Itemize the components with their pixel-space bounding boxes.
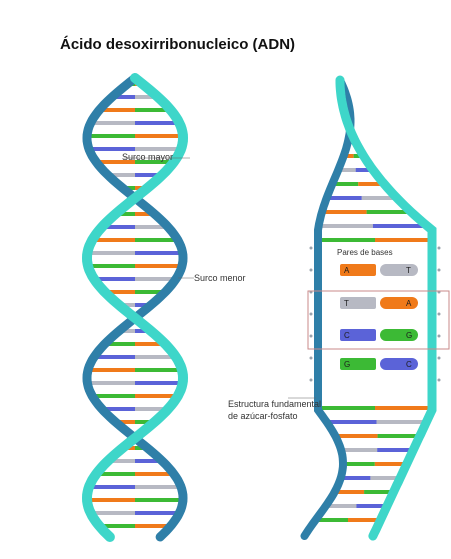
phosphate-dot [310,357,313,360]
base-letter-right: T [406,266,411,275]
base-letter-left: G [344,360,350,369]
base-pairs-detail: A T T A C G G C [340,264,418,370]
phosphate-dot [438,357,441,360]
phosphate-dot [438,335,441,338]
phosphate-dot [310,269,313,272]
label-surco-mayor: Surco mayor [122,152,173,162]
base-letter-left: T [344,299,349,308]
base-right-G [380,329,418,341]
base-right-A [380,297,418,309]
label-surco-menor: Surco menor [194,273,246,283]
base-letter-right: A [406,299,412,308]
double-helix [87,78,183,537]
phosphate-dot [310,247,313,250]
base-letter-right: C [406,360,412,369]
base-letter-left: C [344,331,350,340]
phosphate-dot [438,269,441,272]
phosphate-dot [310,313,313,316]
phosphate-dot [310,379,313,382]
base-letter-left: A [344,266,350,275]
base-right-T [380,264,418,276]
label-pares-de-bases: Pares de bases [337,248,393,257]
base-right-C [380,358,418,370]
base-letter-right: G [406,331,412,340]
phosphate-dot [310,335,313,338]
phosphate-dot [438,379,441,382]
label-estructura: Estructura fundamental de azúcar-fosfato [228,398,328,422]
phosphate-dot [438,247,441,250]
phosphate-dot [438,313,441,316]
